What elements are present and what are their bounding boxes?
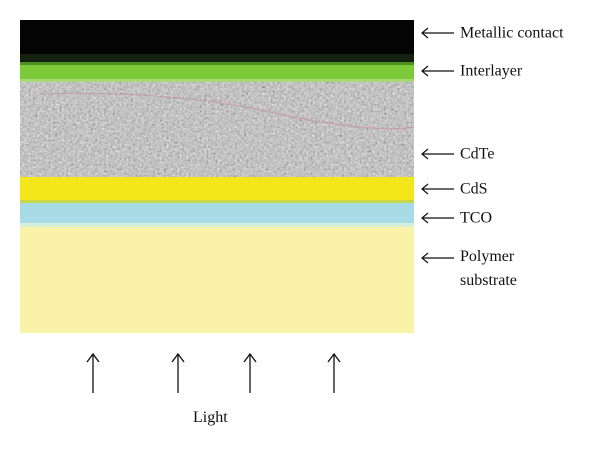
polymer-substrate-layer [20,227,414,333]
left-arrow-icon [421,252,454,264]
light-label: Light [193,409,228,426]
left-arrow-icon [421,65,454,77]
left-arrow-icon [421,212,454,224]
light-up-arrow-icon [243,352,257,393]
tco-label: TCO [420,207,492,229]
light-up-arrow-icon [327,352,341,393]
interlayer-layer [20,62,414,82]
tco-layer [20,203,414,227]
cdte-layer [20,82,415,177]
metallic-contact-layer-fill [20,20,414,62]
polymer-substrate-layer-fill [20,227,414,333]
interlayer-label: Interlayer [420,60,522,82]
cdte-layer-texture [20,82,415,177]
light-up-arrow-icon [86,352,100,393]
left-arrow-icon [421,27,454,39]
metallic-contact-layer [20,20,414,62]
cds-label: CdS [420,178,488,200]
cds-layer-fill [20,177,414,203]
metallic-contact-label: Metallic contact [420,22,564,44]
left-arrow-icon [421,183,454,195]
left-arrow-icon [421,148,454,160]
light-up-arrow-icon [171,352,185,393]
interlayer-layer-fill [20,62,414,82]
tco-layer-fill [20,203,414,227]
cds-layer [20,177,414,203]
cdte-label: CdTe [420,143,494,165]
